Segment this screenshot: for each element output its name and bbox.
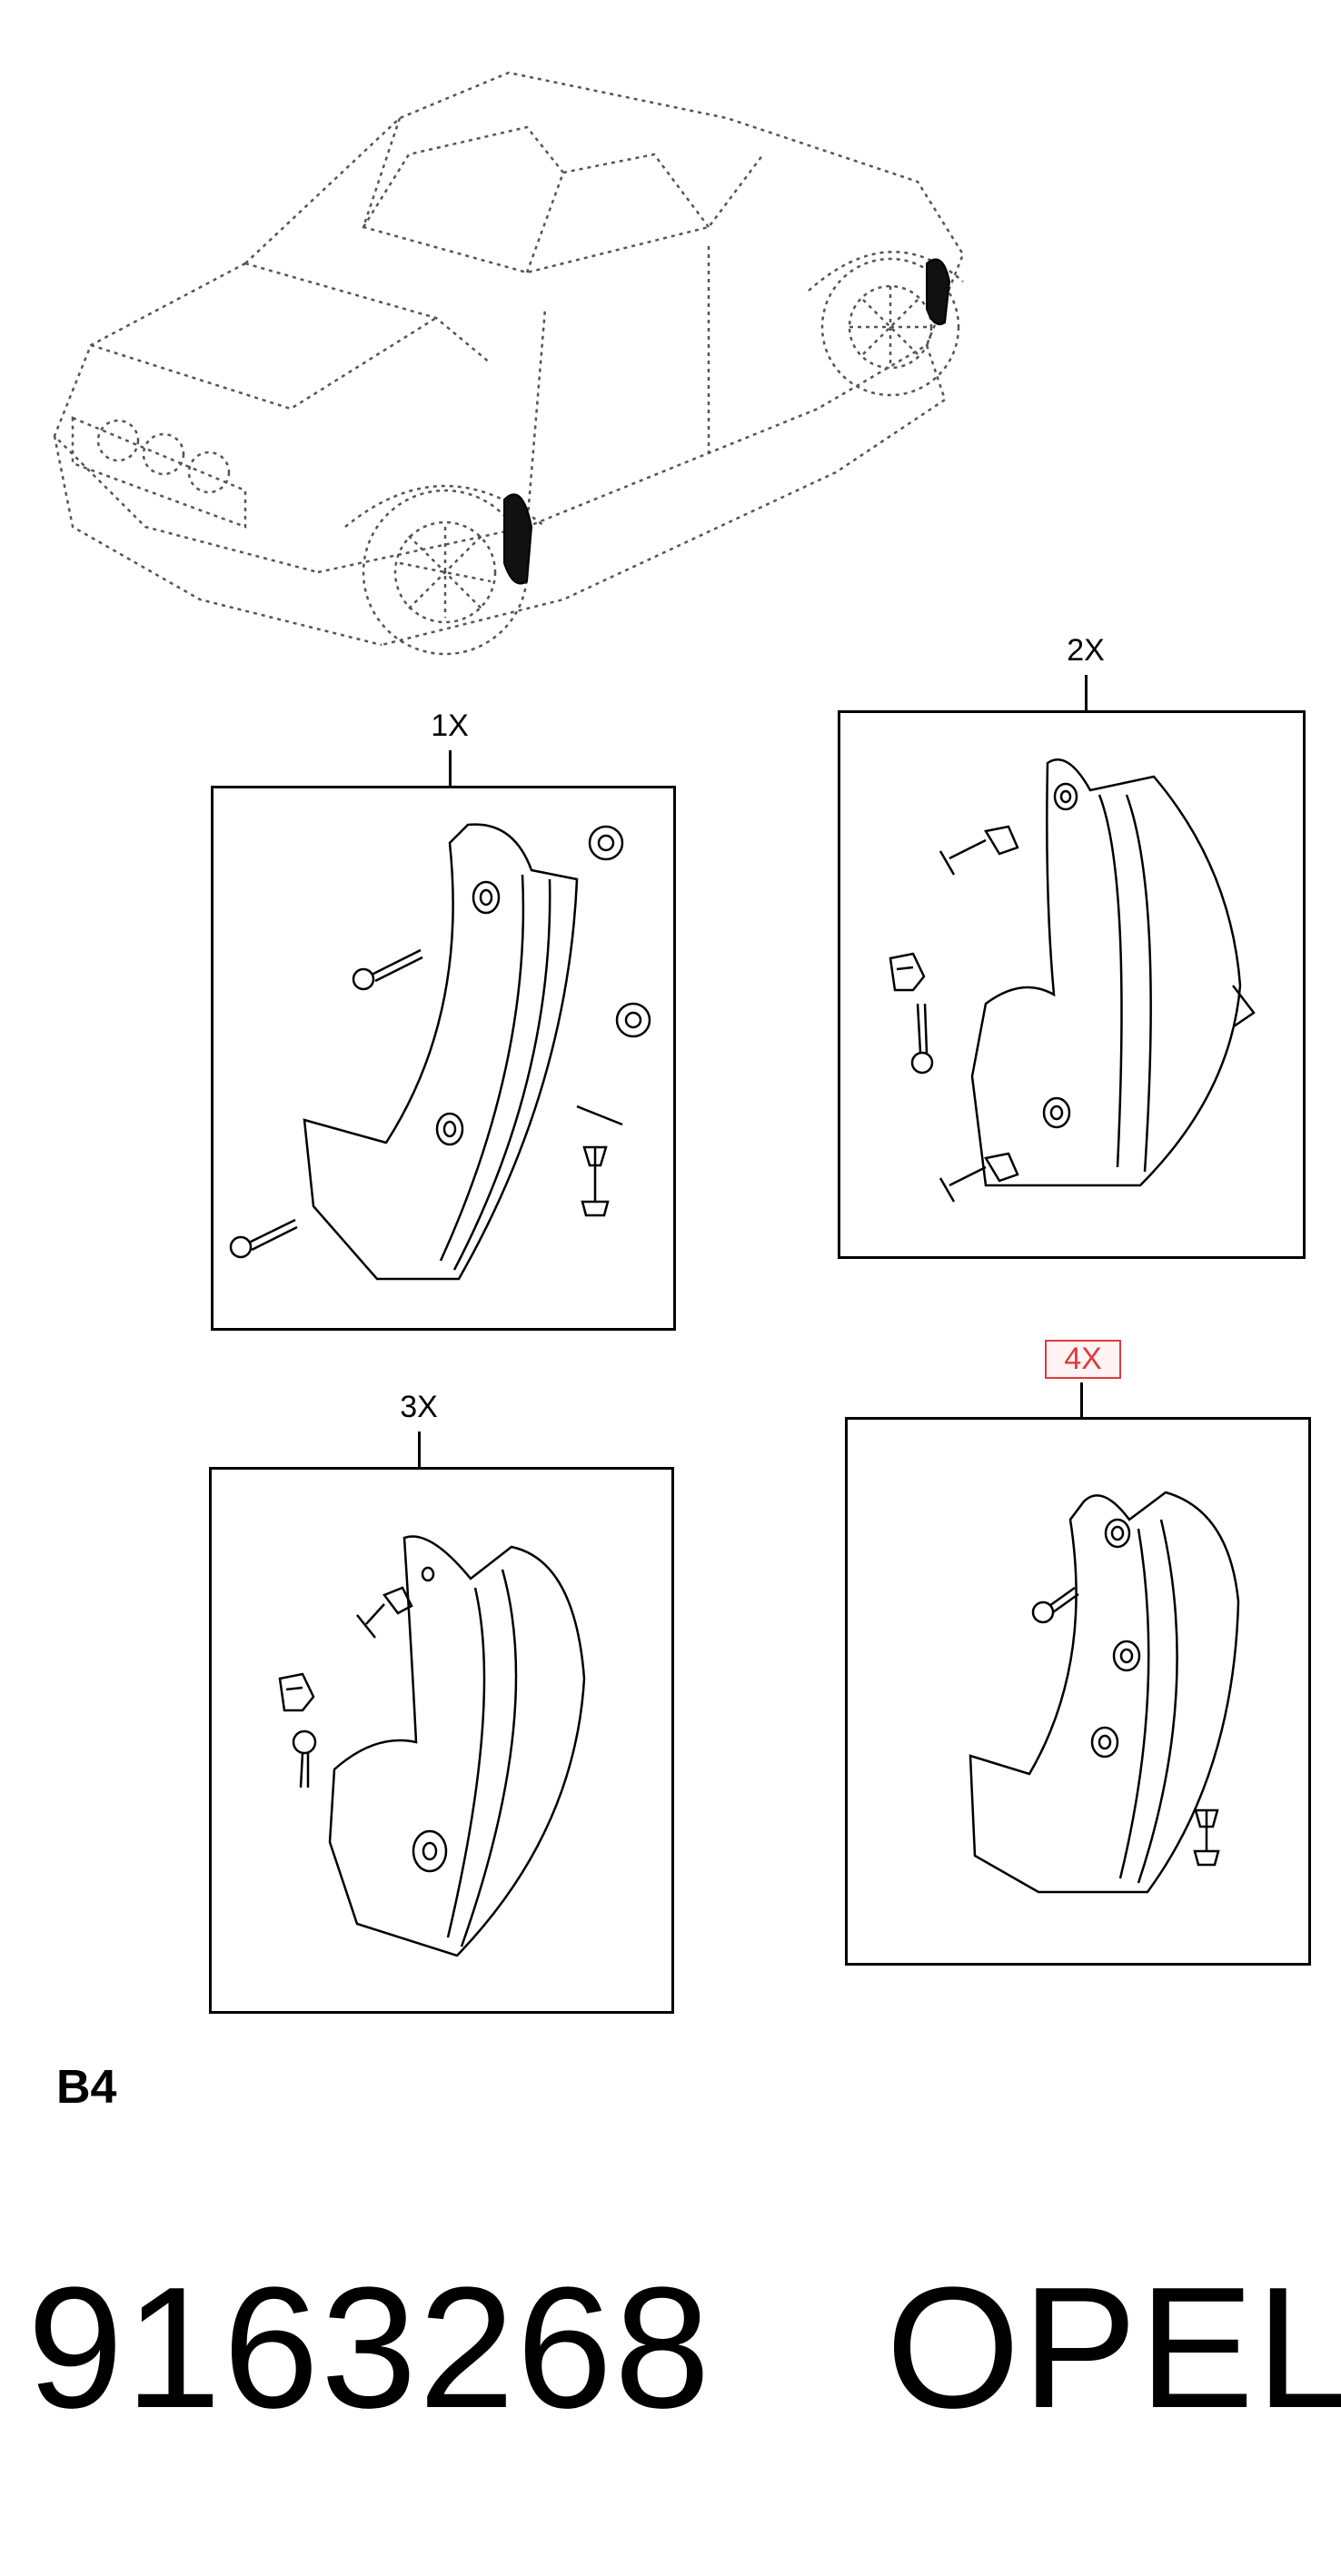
page-code: B4 <box>56 2061 117 2114</box>
rear-left-mudguard-icon <box>889 758 1256 1203</box>
panel-2x-label: 2X <box>1067 633 1105 668</box>
panel-1x-label: 1X <box>431 708 469 743</box>
panel-4x-leader <box>1080 1382 1083 1419</box>
panel-2x-leader <box>1085 675 1088 711</box>
panel-1x-leader <box>449 750 452 787</box>
part-number: 9163268 <box>27 2252 712 2444</box>
front-left-mudguard-icon <box>229 823 651 1281</box>
panel-3x-label: 3X <box>400 1390 438 1424</box>
panel-4x <box>845 1417 1311 1966</box>
rear-right-mudguard-icon <box>278 1535 586 1957</box>
car-overview-icon <box>53 71 965 656</box>
panel-1x <box>211 786 676 1331</box>
panel-3x <box>209 1467 674 2014</box>
panel-4x-label: 4X <box>1045 1340 1121 1379</box>
car-overview-illustration <box>18 18 981 672</box>
brand-name: OPEL <box>886 2252 1341 2444</box>
front-right-mudguard-icon <box>968 1491 1240 1894</box>
panel-3x-leader <box>418 1432 421 1468</box>
panel-2x <box>838 710 1306 1259</box>
